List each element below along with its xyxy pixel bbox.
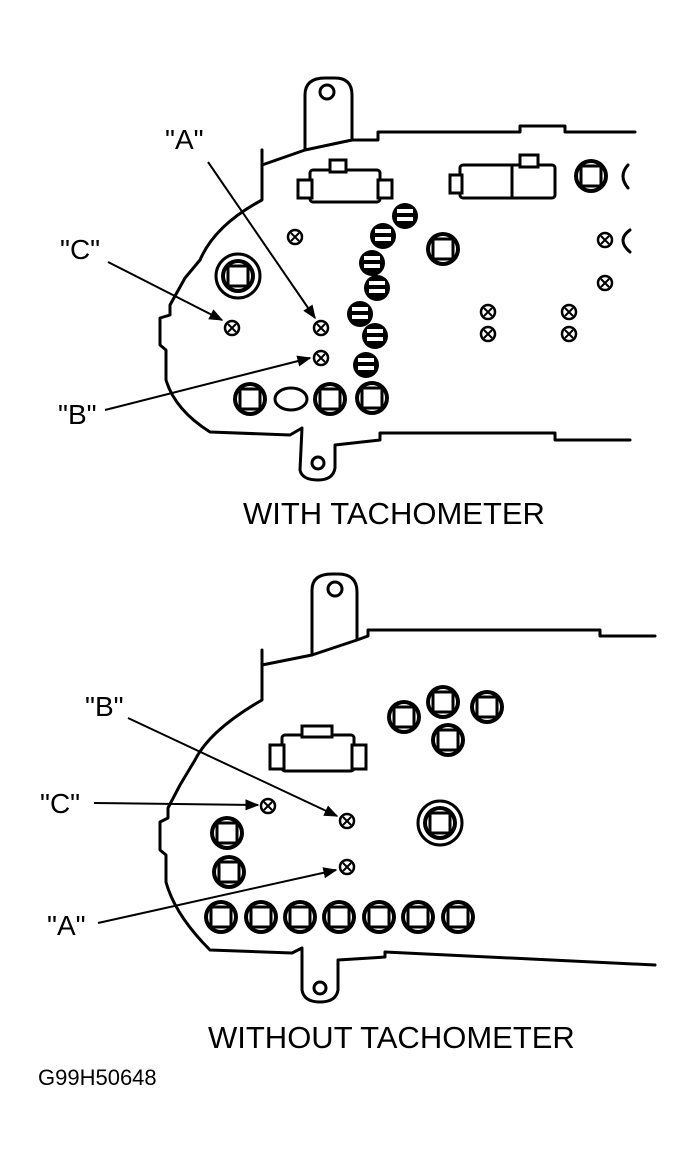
cluster-without-tachometer: "B" "C" "A" WITHOUT TACHOMETER <box>40 572 657 1055</box>
terminal-b-2 <box>338 812 356 830</box>
leader-c-1 <box>107 261 224 321</box>
callout-c-2: "C" <box>40 788 80 819</box>
terminal-c-1 <box>223 319 241 337</box>
callout-a-1: "A" <box>165 124 204 155</box>
terminal-a-1 <box>312 319 330 337</box>
leader-a-2 <box>97 867 338 924</box>
leader-a-1 <box>207 161 316 320</box>
connector-3 <box>268 724 368 773</box>
cluster-with-tachometer: "A" "C" "B" WITH TACHOMETER <box>58 76 637 531</box>
connector-1 <box>296 158 394 204</box>
caption-with-tachometer: WITH TACHOMETER <box>243 496 545 531</box>
terminal-a-2 <box>338 858 356 876</box>
callout-c-1: "C" <box>60 234 100 265</box>
leader-c-2 <box>93 799 260 811</box>
caption-without-tachometer: WITHOUT TACHOMETER <box>208 1020 575 1055</box>
figure-id: G99H50648 <box>38 1065 157 1090</box>
callout-b-1: "B" <box>58 399 97 430</box>
callout-b-2: "B" <box>85 691 124 722</box>
terminal-b-1 <box>312 349 330 367</box>
leader-b-1 <box>104 355 312 411</box>
terminal-c-2 <box>259 797 277 815</box>
connector-2 <box>448 153 557 200</box>
leader-b-2 <box>127 717 339 817</box>
callout-a-2: "A" <box>47 910 86 941</box>
